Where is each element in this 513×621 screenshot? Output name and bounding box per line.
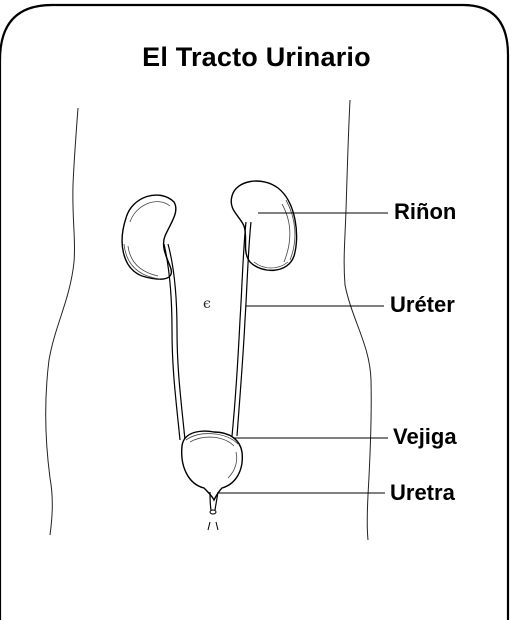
right-ureter bbox=[231, 221, 252, 437]
diagram-title: El Tracto Urinario bbox=[142, 42, 371, 72]
body-outline-right bbox=[343, 99, 372, 541]
label-bladder: Vejiga bbox=[393, 424, 457, 449]
bladder bbox=[181, 430, 243, 502]
right-kidney bbox=[230, 180, 298, 271]
left-kidney bbox=[121, 194, 177, 280]
label-ureter: Uréter bbox=[390, 292, 455, 317]
urethra bbox=[207, 491, 219, 531]
body-outline-left bbox=[45, 107, 79, 536]
left-ureter bbox=[163, 243, 186, 441]
label-urethra: Uretra bbox=[390, 480, 455, 505]
label-kidney: Riñon bbox=[394, 199, 457, 224]
small-mark: ϵ bbox=[203, 296, 211, 312]
rounded-frame bbox=[0, 3, 510, 620]
